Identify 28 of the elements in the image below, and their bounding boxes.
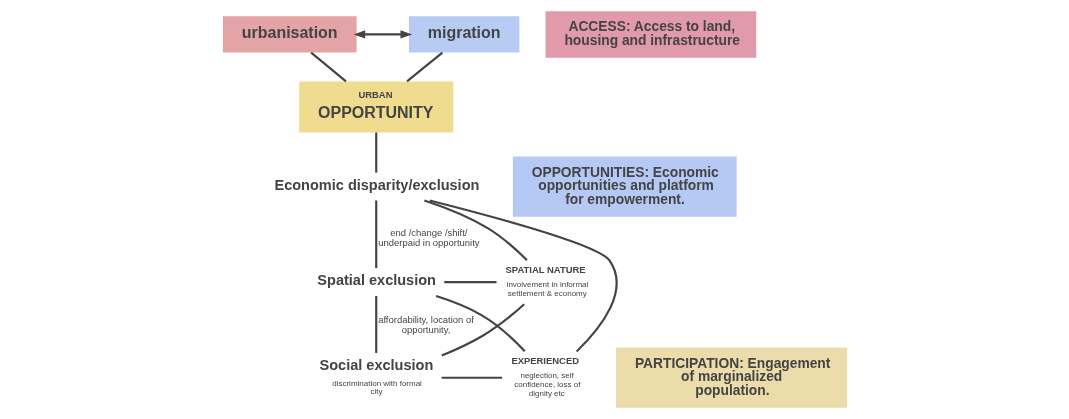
- node-box: ACCESS: Access to land, housing and infrastructure: [545, 11, 756, 58]
- edge-label: end /change /shift/ underpaid in opportunity: [377, 226, 480, 249]
- node-text: SPATIAL NATURE: [505, 264, 586, 276]
- connector: [435, 295, 526, 353]
- connector: [441, 376, 502, 379]
- node-box: urbanisation: [222, 16, 357, 53]
- node-label: involvement in informal settlement & economy: [506, 280, 588, 298]
- node-label: discrimination with formal city: [331, 378, 422, 397]
- node-box: URBAN OPPORTUNITY: [298, 81, 453, 133]
- node-text: EXPERIENCED: [510, 355, 579, 367]
- node-text: Spatial exclusion: [316, 272, 436, 289]
- connector: [443, 281, 496, 284]
- connector: [440, 303, 525, 357]
- node-text: Social exclusion: [319, 356, 433, 373]
- arrow: [353, 30, 412, 39]
- node-text: Economic disparity/exclusion: [274, 176, 479, 193]
- node-box: PARTICIPATION: Engagement of marginalized population.: [615, 347, 847, 408]
- node-box: OPPORTUNITIES: Economic opportunities and platform for empowerment.: [512, 156, 737, 217]
- connector: [374, 132, 377, 173]
- connector: [374, 200, 377, 269]
- connector: [309, 51, 347, 83]
- connector: [428, 199, 618, 353]
- connector: [423, 199, 528, 261]
- edge-label: affordability, location of opportunity,: [377, 314, 474, 336]
- connector: [405, 51, 443, 83]
- connector: [374, 296, 377, 353]
- node-box: migration: [408, 16, 519, 53]
- node-label: neglection, self confidence, loss of dignity etc: [513, 371, 580, 398]
